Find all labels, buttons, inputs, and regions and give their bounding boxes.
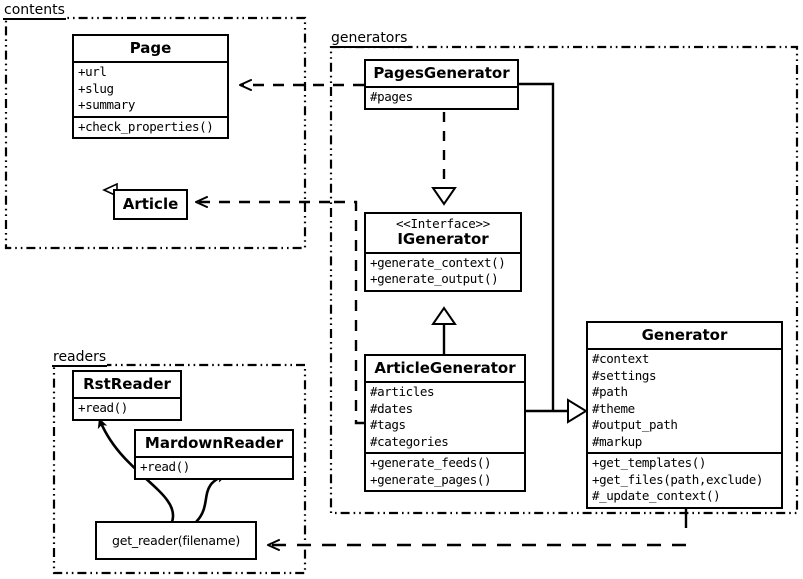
package-label-readers: readers [52, 349, 108, 367]
class-box-rstreader[interactable]: RstReader +read() [72, 370, 182, 421]
attribute-row: #output_path [592, 417, 678, 433]
attribute-row: #articles [370, 384, 435, 400]
attribute-row: #theme [592, 400, 635, 416]
attribute-row: #tags [370, 417, 406, 433]
class-attributes-articlegenerator: #articles #dates #tags #categories [366, 381, 524, 452]
class-operations-mardownreader: +read() [136, 456, 292, 478]
attribute-row: #categories [370, 433, 449, 449]
class-operations-igenerator: +generate_context() +generate_output() [366, 251, 520, 290]
attribute-row: #pages [370, 89, 413, 105]
class-title-page: Page [129, 39, 172, 57]
class-operations-page: +check_properties() [74, 115, 227, 138]
class-stereotype-igenerator: <<Interface>> [396, 216, 490, 231]
class-title-generator: Generator [641, 326, 728, 344]
operation-row: +check_properties() [78, 118, 214, 134]
class-title-pagesgenerator: PagesGenerator [373, 64, 510, 82]
relation-getreader-returns-mardownreader [195, 472, 228, 523]
class-attributes-page: +url +slug +summary [74, 61, 227, 116]
class-attributes-pagesgenerator: #pages [366, 86, 517, 108]
attribute-row: #dates [370, 400, 413, 416]
package-label-contents: contents [3, 2, 66, 20]
attribute-row: #context [592, 351, 650, 367]
attribute-row: #path [592, 384, 628, 400]
class-box-generator[interactable]: Generator #context #settings #path #them… [586, 321, 783, 509]
attribute-row: +summary [78, 97, 136, 113]
class-box-igenerator[interactable]: <<Interface>> IGenerator +generate_conte… [364, 212, 522, 292]
operation-row: +generate_output() [370, 271, 499, 287]
attribute-row: #markup [592, 433, 642, 449]
relation-getreader-returns-rstreader [97, 417, 175, 523]
package-label-generators: generators [330, 30, 409, 48]
class-box-page[interactable]: Page +url +slug +summary +check_properti… [72, 34, 229, 140]
class-operations-articlegenerator: +generate_feeds() +generate_pages() [366, 452, 524, 490]
class-box-article[interactable]: Article [113, 189, 188, 221]
package-frame-contents [4, 16, 307, 250]
class-title-articlegenerator: ArticleGenerator [374, 359, 516, 377]
class-title-mardownreader: MardownReader [144, 434, 284, 452]
operation-row: #_update_context() [592, 488, 721, 504]
operation-row: +read() [140, 459, 190, 475]
function-label-get-reader: get_reader(filename) [112, 533, 240, 548]
attribute-row: +slug [78, 80, 114, 96]
operation-row: +generate_feeds() [370, 455, 492, 471]
class-box-articlegenerator[interactable]: ArticleGenerator #articles #dates #tags … [364, 354, 526, 493]
attribute-row: #settings [592, 367, 657, 383]
relation-pagesgenerator-realizes-igenerator [431, 112, 457, 206]
class-title-rstreader: RstReader [83, 375, 171, 393]
operation-row: +generate_context() [370, 254, 506, 270]
package-frame-generators [329, 45, 799, 515]
relation-generators-extend-generator [519, 82, 588, 424]
class-name-igenerator: IGenerator [397, 229, 489, 248]
class-attributes-generator: #context #settings #path #theme #output_… [588, 348, 781, 452]
function-box-get-reader[interactable]: get_reader(filename) [95, 521, 257, 560]
class-title-igenerator: <<Interface>> IGenerator [366, 214, 520, 252]
class-title-article: Article [122, 195, 179, 213]
class-box-mardownreader[interactable]: MardownReader +read() [134, 429, 294, 480]
relation-articlegenerator-uses-article [195, 196, 364, 425]
attribute-row: +url [78, 64, 107, 80]
package-frame-readers [52, 363, 307, 575]
operation-row: +read() [78, 400, 128, 416]
relation-articlegenerator-extends-igenerator [431, 306, 457, 354]
operation-row: +generate_pages() [370, 471, 492, 487]
class-box-pagesgenerator[interactable]: PagesGenerator #pages [364, 59, 519, 110]
class-operations-generator: +get_templates() +get_files(path,exclude… [588, 452, 781, 507]
operation-row: +get_files(path,exclude) [592, 471, 764, 487]
class-operations-rstreader: +read() [74, 397, 180, 419]
operation-row: +get_templates() [592, 455, 707, 471]
